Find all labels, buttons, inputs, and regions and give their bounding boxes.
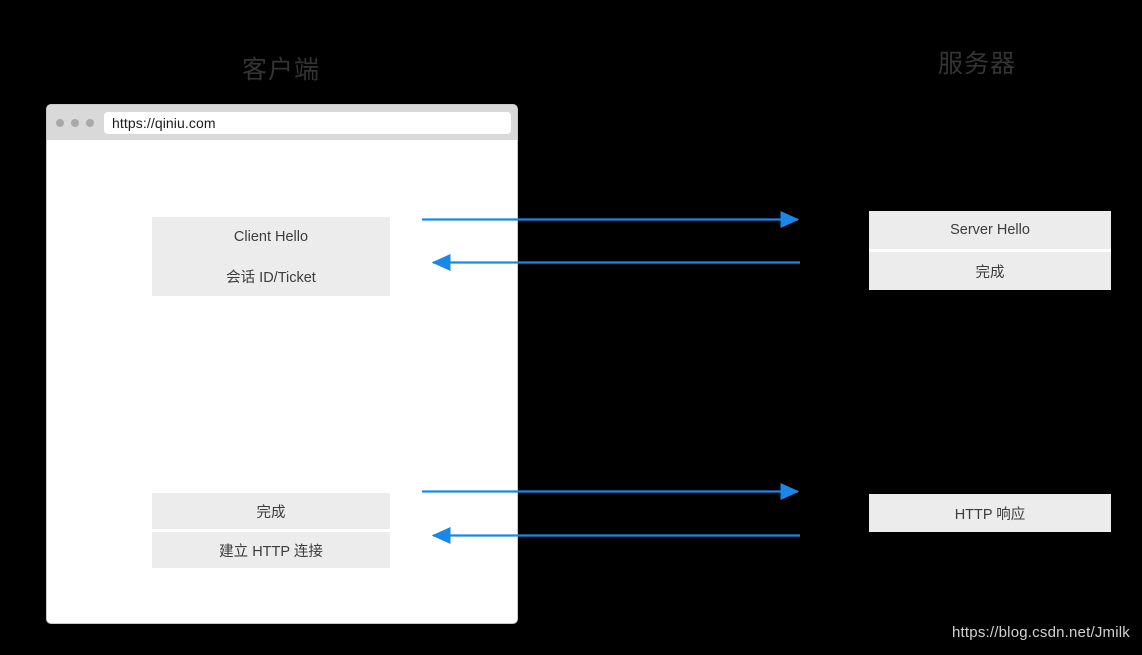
client-finish-label: 完成 xyxy=(256,504,286,521)
window-controls xyxy=(56,118,94,127)
client-hello-box: Client Hello 会话 ID/Ticket xyxy=(152,217,390,296)
http-response-label: HTTP 响应 xyxy=(954,506,1026,523)
server-hello-label: Server Hello xyxy=(950,222,1030,238)
address-bar[interactable]: https://qiniu.com xyxy=(104,111,511,134)
client-http-connect-label: 建立 HTTP 连接 xyxy=(152,529,390,568)
client-finish-box: 完成 建立 HTTP 连接 xyxy=(152,493,390,568)
browser-titlebar: https://qiniu.com xyxy=(47,105,517,140)
browser-window: https://qiniu.com Client Hello 会话 ID/Tic… xyxy=(47,105,517,623)
http-response-box: HTTP 响应 xyxy=(869,494,1111,532)
client-hello-line-1: Client Hello xyxy=(233,228,309,245)
server-hello-box: Server Hello 完成 xyxy=(869,211,1111,290)
server-column-title: 服务器 xyxy=(938,50,1017,78)
close-dot-icon[interactable] xyxy=(56,118,64,127)
server-finish-label: 完成 xyxy=(869,249,1111,290)
client-column-title: 客户端 xyxy=(242,56,321,84)
client-hello-line-2: 会话 ID/Ticket xyxy=(226,269,316,286)
minimize-dot-icon[interactable] xyxy=(71,118,79,127)
watermark-text: https://blog.csdn.net/Jmilk xyxy=(952,624,1130,641)
browser-viewport: Client Hello 会话 ID/Ticket 完成 建立 HTTP 连接 xyxy=(47,140,517,623)
maximize-dot-icon[interactable] xyxy=(86,118,94,127)
